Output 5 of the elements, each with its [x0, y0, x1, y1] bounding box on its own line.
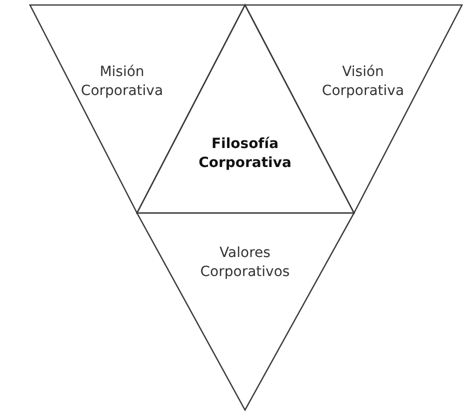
segment-label: Misión Corporativa — [80, 63, 164, 101]
segment-label: Filosofía Corporativa — [198, 135, 292, 173]
segment-label: Valores Corporativos — [199, 244, 291, 282]
segment-label: Visión Corporativa — [320, 63, 406, 101]
triangle-segment — [137, 213, 354, 410]
